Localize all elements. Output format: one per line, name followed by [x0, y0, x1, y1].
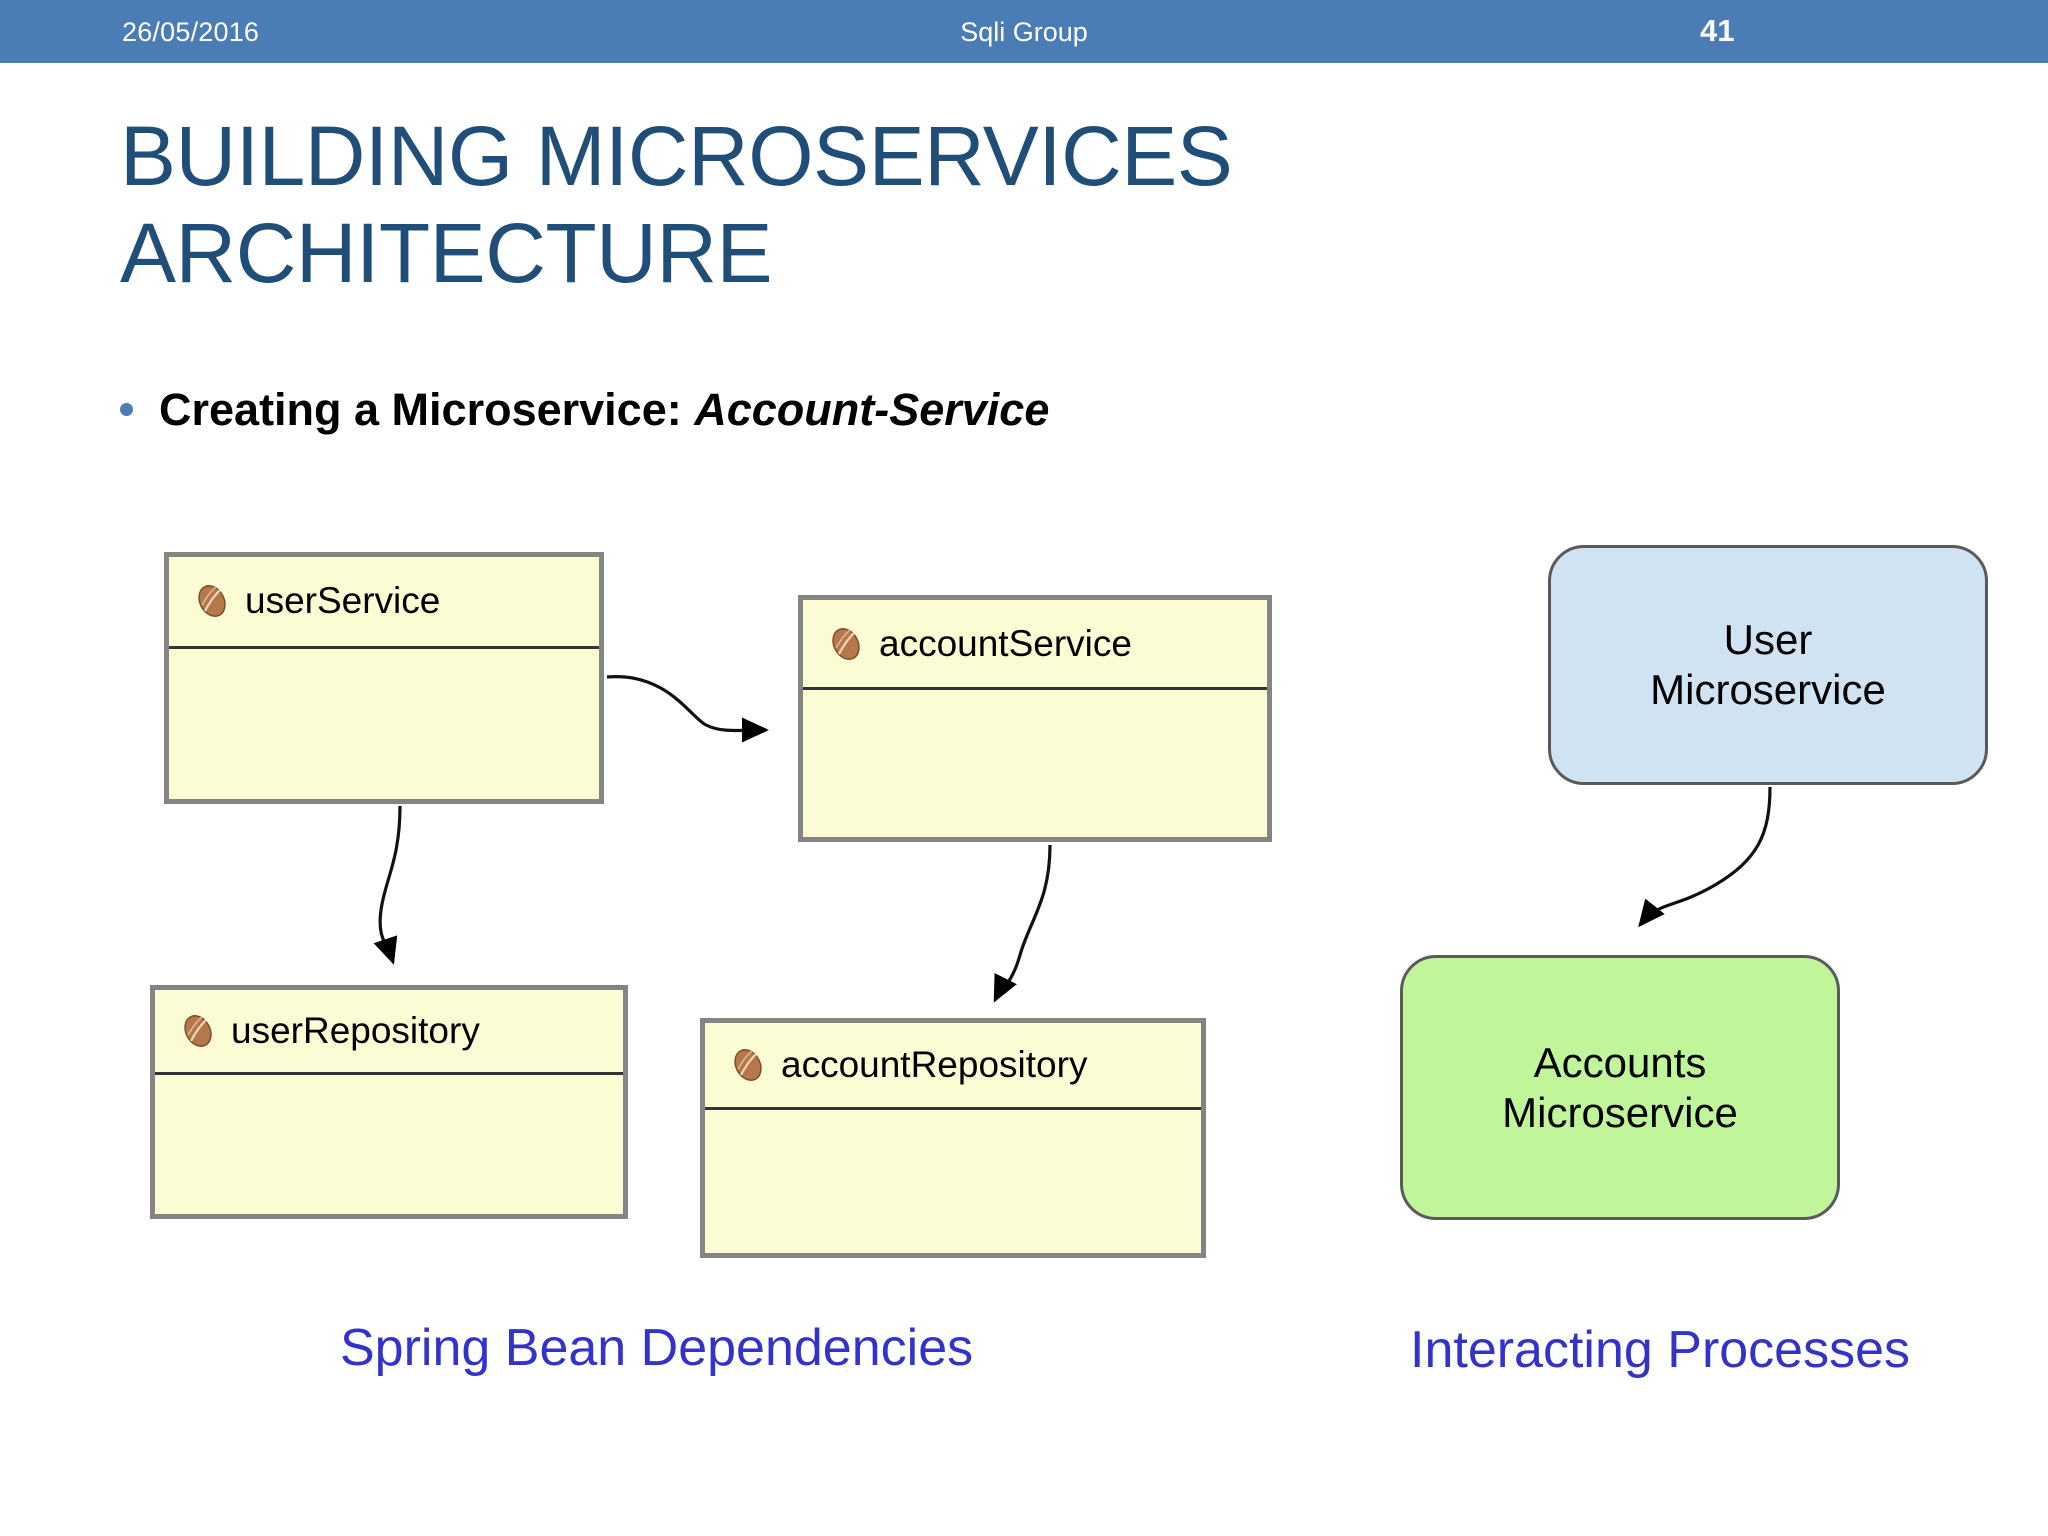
- page-title-line-1: BUILDING MICROSERVICES: [120, 109, 1233, 203]
- uml-node-body: [803, 690, 1267, 837]
- edge-userService-to-userRepository: [373, 805, 402, 965]
- spring-bean-icon: [734, 1049, 762, 1082]
- uml-node-header: accountService: [803, 600, 1267, 691]
- uml-node-userService[interactable]: userService: [164, 552, 604, 804]
- bullet-dot-icon: [120, 403, 133, 416]
- uml-node-label: userRepository: [231, 1010, 480, 1052]
- header-organization: Sqli Group: [960, 17, 1088, 47]
- uml-node-label: userService: [245, 580, 441, 622]
- spring-bean-icon: [832, 627, 860, 660]
- process-node-label-line-2: Microservice: [1502, 1088, 1738, 1136]
- spring-bean-icon: [198, 585, 226, 618]
- header-date: 26/05/2016: [122, 17, 260, 47]
- uml-node-userRepository[interactable]: userRepository: [150, 985, 628, 1219]
- uml-node-header: userRepository: [155, 990, 623, 1076]
- edge-accountService-to-accountRepository: [993, 844, 1052, 1003]
- bullet-text: Creating a Microservice: Account-Service: [159, 384, 1049, 436]
- header-page-number: 41: [1700, 13, 1735, 48]
- uml-node-accountRepository[interactable]: accountRepository: [700, 1018, 1206, 1258]
- uml-node-header: accountRepository: [705, 1023, 1201, 1111]
- uml-node-header: userService: [169, 557, 599, 649]
- uml-node-body: [155, 1075, 623, 1214]
- process-node-user-microservice[interactable]: User Microservice: [1548, 545, 1988, 785]
- page-title: BUILDING MICROSERVICES ARCHITECTURE: [120, 108, 1620, 301]
- slide-header: 26/05/2016 Sqli Group 41: [0, 0, 2048, 63]
- spring-bean-icon: [184, 1015, 212, 1047]
- bullet-prefix: Creating a Microservice:: [159, 384, 682, 435]
- page-title-line-2: ARCHITECTURE: [120, 205, 773, 300]
- process-node-label-line-2: Microservice: [1650, 666, 1886, 713]
- process-node-label-line-1: User: [1723, 616, 1813, 664]
- uml-node-accountService[interactable]: accountService: [798, 595, 1272, 842]
- uml-node-body: [169, 649, 599, 799]
- process-node-accounts-microservice[interactable]: Accounts Microservice: [1400, 955, 1840, 1220]
- uml-node-body: [705, 1110, 1201, 1253]
- edge-userService-to-accountService: [606, 675, 769, 743]
- bullet-item: Creating a Microservice: Account-Service: [120, 384, 1049, 436]
- diagram-caption-left: Spring Bean Dependencies: [340, 1319, 974, 1377]
- process-node-label: Accounts Microservice: [1502, 1038, 1738, 1137]
- diagram-caption-right: Interacting Processes: [1410, 1321, 1911, 1379]
- process-node-label-line-1: Accounts: [1533, 1038, 1707, 1086]
- uml-node-label: accountService: [879, 622, 1132, 664]
- uml-node-label: accountRepository: [781, 1044, 1088, 1086]
- bullet-emphasis: Account-Service: [694, 384, 1050, 435]
- edge-userMicroservice-to-accountsMicroservice: [1638, 786, 1772, 928]
- process-node-label: User Microservice: [1650, 615, 1886, 714]
